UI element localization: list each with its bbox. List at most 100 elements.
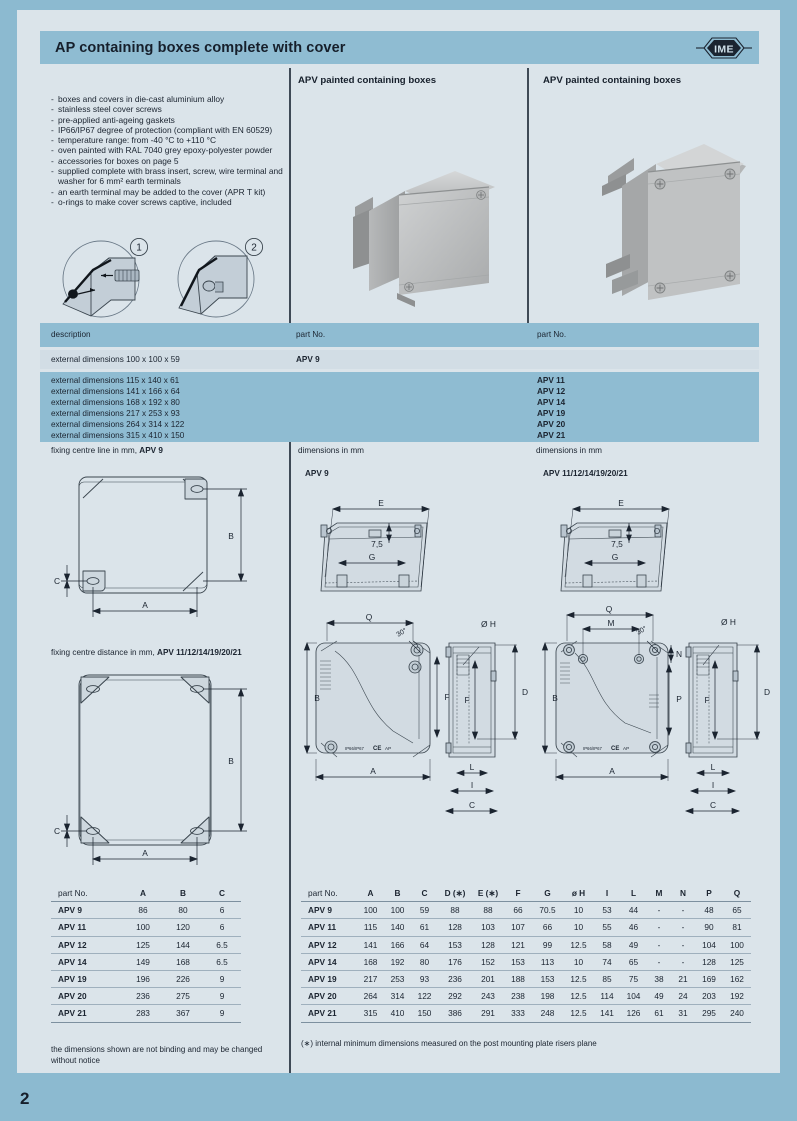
table-row: APV 12 141 166 64 153 128 121 99 12.5 58… xyxy=(301,936,751,954)
band-gap xyxy=(40,369,759,372)
dim-label-L: L xyxy=(470,762,475,772)
dim-label-gasket: 7,5 xyxy=(611,539,623,549)
cell-n: - xyxy=(671,901,695,920)
dim-label-F: F xyxy=(704,695,709,705)
photo-heading-right: APV painted containing boxes xyxy=(543,75,682,86)
dim-label-G: G xyxy=(612,552,619,562)
cell-e: 103 xyxy=(472,918,504,937)
cell-p: 104 xyxy=(695,936,723,954)
dim-label-Q: Q xyxy=(366,612,373,622)
band-row-part-no: APV 21 xyxy=(537,431,566,440)
drawing-apv11-21-technical: E 7,5 G xyxy=(539,495,779,835)
table-row: APV 21 315 410 150 386 291 333 248 12.5 … xyxy=(301,1004,751,1023)
dim-label-A: A xyxy=(370,766,376,776)
cell-m: - xyxy=(647,953,671,971)
cell-b: 410 xyxy=(384,1004,411,1023)
cell-n: 21 xyxy=(671,970,695,989)
bullet-dash: - xyxy=(51,104,54,115)
band-row-description: external dimensions 168 x 192 x 80 xyxy=(51,398,180,407)
cell-l: 75 xyxy=(620,970,647,989)
band-row-apv9: external dimensions 100 x 100 x 59 APV 9 xyxy=(40,350,759,369)
band-rows-apv-series: external dimensions 115 x 140 x 61 APV 1… xyxy=(40,372,759,442)
cell-a: 125 xyxy=(123,936,163,954)
band-row-part-no: APV 12 xyxy=(537,387,566,396)
cell-m: 38 xyxy=(647,970,671,989)
cell-part-no: APV 20 xyxy=(301,987,357,1006)
spec-text: accessories for boxes on page 5 xyxy=(58,155,179,166)
band-header-part-no-1: part No. xyxy=(296,330,326,339)
footer-band xyxy=(0,1073,797,1121)
th-g: G xyxy=(532,885,563,903)
band-row-part-no: APV 20 xyxy=(537,420,566,429)
cell-part-no: APV 20 xyxy=(51,987,123,1006)
dim-label-C: C xyxy=(469,800,475,810)
ce-marking: CE xyxy=(373,746,381,752)
cell-e: 88 xyxy=(472,901,504,920)
table-row: APV 11 100 120 6 xyxy=(51,918,241,937)
cell-d: 128 xyxy=(438,918,472,937)
cell-n: - xyxy=(671,936,695,954)
cell-l: 46 xyxy=(620,918,647,937)
cell-i: 85 xyxy=(594,970,620,989)
cell-c: 61 xyxy=(411,918,438,937)
cell-n: 24 xyxy=(671,987,695,1006)
cell-i: 114 xyxy=(594,987,620,1006)
cell-a: 315 xyxy=(357,1004,384,1023)
band-header-part-no-2: part No. xyxy=(537,330,567,339)
bullet-dash: - xyxy=(51,135,54,146)
table-row: APV 12 125 144 6.5 xyxy=(51,936,241,954)
note-left: the dimensions shown are not binding and… xyxy=(51,1045,263,1065)
cell-c: 9 xyxy=(203,987,241,1006)
cell-c: 9 xyxy=(203,1004,241,1023)
cell-p: 90 xyxy=(695,918,723,937)
cell-part-no: APV 21 xyxy=(301,1004,357,1023)
column-divider-4 xyxy=(289,1034,291,1084)
band-header-description: description xyxy=(51,330,91,339)
dim-label-G: G xyxy=(369,552,376,562)
dim-label-F: F xyxy=(444,692,449,702)
cell-d: 292 xyxy=(438,987,472,1006)
label-text: fixing centre line in mm, xyxy=(51,446,138,455)
ap-marking: AP xyxy=(623,746,629,751)
band-row-part-no: APV 9 xyxy=(296,355,320,364)
band-row-part-no: APV 11 xyxy=(537,376,565,385)
page-number: 2 xyxy=(20,1089,30,1108)
spec-item: -stainless steel cover screws xyxy=(51,104,289,114)
dim-label-gasket: 7,5 xyxy=(371,539,383,549)
cell-b: 367 xyxy=(163,1004,203,1023)
spec-text: pre-applied anti-ageing gaskets xyxy=(58,114,175,125)
bullet-dash: - xyxy=(51,145,54,156)
cell-c: 9 xyxy=(203,970,241,989)
column-divider-1 xyxy=(289,68,291,326)
cell-m: 61 xyxy=(647,1004,671,1023)
cell-d: 386 xyxy=(438,1004,472,1023)
cell-part-no: APV 9 xyxy=(51,901,123,920)
ap-marking: AP xyxy=(385,746,391,751)
cell-part-no: APV 14 xyxy=(51,953,123,971)
cell-part-no: APV 12 xyxy=(51,936,123,954)
screw-detail-callouts: 1 2 xyxy=(51,237,289,320)
band-row-description: external dimensions 315 x 410 x 150 xyxy=(51,431,185,440)
band-row-description: external dimensions 100 x 100 x 59 xyxy=(51,355,180,364)
band-header-row: description part No. part No. xyxy=(40,323,759,347)
th-h: ø H xyxy=(563,885,594,903)
cell-h: 10 xyxy=(563,953,594,971)
product-photo-apv9 xyxy=(347,165,507,320)
cell-g: 153 xyxy=(532,970,563,989)
callout-detail-1: 1 xyxy=(62,237,149,318)
photo-heading-left: APV painted containing boxes xyxy=(298,75,437,86)
dim-label-I: I xyxy=(712,780,714,790)
band-gap xyxy=(40,347,759,350)
bullet-dash: - xyxy=(51,114,54,125)
cell-part-no: APV 11 xyxy=(51,918,123,937)
column-divider-2 xyxy=(527,68,529,326)
spec-item: -o-rings to make cover screws captive, i… xyxy=(51,197,289,207)
dim-label-B: B xyxy=(228,756,234,766)
cell-m: - xyxy=(647,936,671,954)
cell-m: 49 xyxy=(647,987,671,1006)
cell-e: 243 xyxy=(472,987,504,1006)
cell-b: 253 xyxy=(384,970,411,989)
dim-label-D: D xyxy=(522,687,528,697)
table-header-row: part No. A B C xyxy=(51,885,241,903)
cell-a: 264 xyxy=(357,987,384,1006)
